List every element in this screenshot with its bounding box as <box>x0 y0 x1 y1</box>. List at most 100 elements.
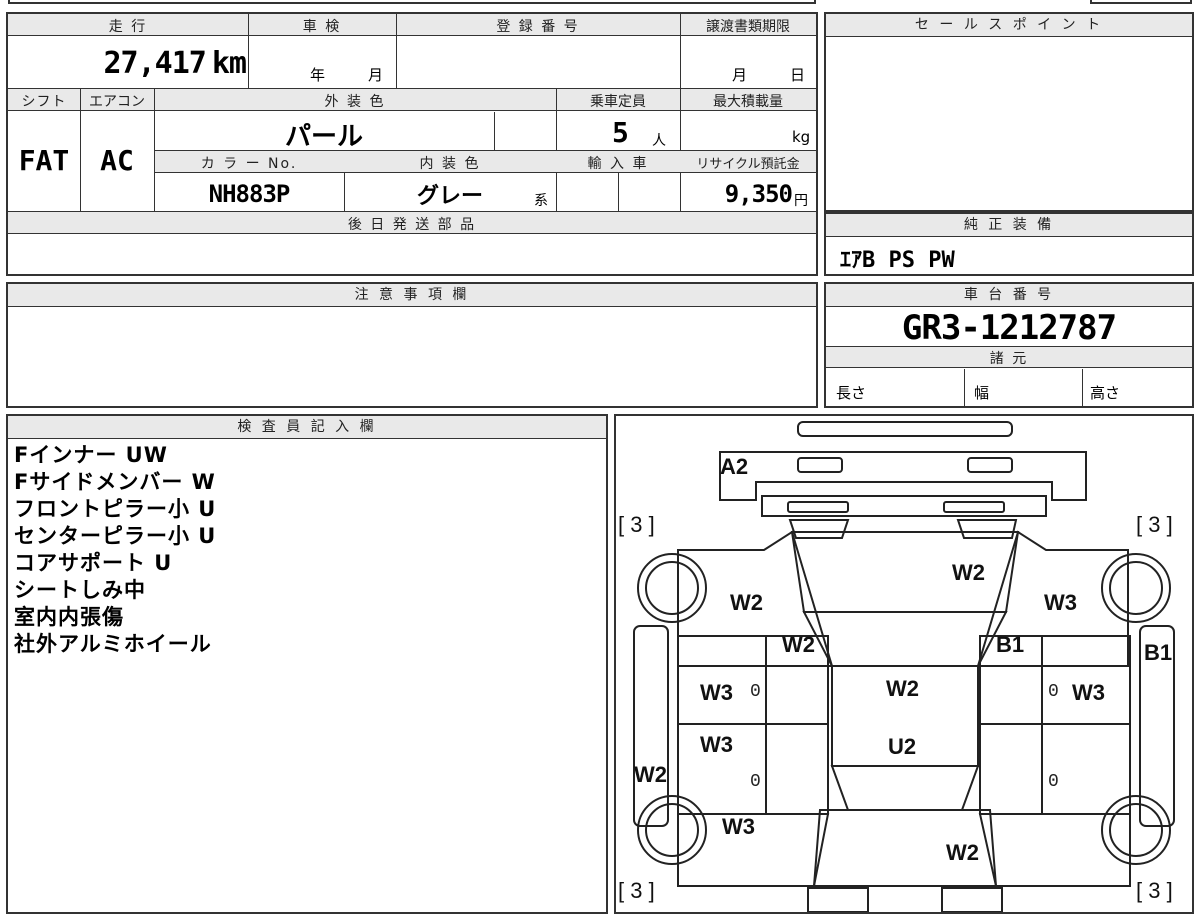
max-load-label: 最大積載量 <box>713 94 783 110</box>
mark-rear-left-3: [ 3 ] <box>618 878 655 903</box>
mark-front-right-3: [ 3 ] <box>1136 512 1173 537</box>
inspector-lines: Fインナー UW Fサイドメンバー W フロントピラー小 U センターピラー小 … <box>14 442 594 658</box>
divider <box>680 14 681 88</box>
headlight-left <box>797 457 843 473</box>
car-diagram-box: A2 [ 3 ] [ 3 ] W2 W2 W3 W2 B1 B1 W3 W2 W… <box>614 414 1194 914</box>
mileage-number: 27,417 <box>103 46 207 81</box>
wheel-rear-left-inner <box>645 803 699 857</box>
wheel-front-left-inner <box>645 561 699 615</box>
later-parts-label: 後 日 発 送 部 品 <box>347 217 477 233</box>
top-edge-remnant-right <box>1090 0 1192 4</box>
mark-hood: W2 <box>952 560 985 585</box>
chassis-box: 車 台 番 号 GR3-1212787 諸 元 長さ 幅 高さ <box>824 282 1194 408</box>
exterior-color-label: 外 装 色 <box>324 94 386 110</box>
inspector-line: コアサポート U <box>14 551 173 575</box>
inspector-label: 検 査 員 記 入 欄 <box>8 416 606 439</box>
standard-equipment-value: ｴｱB PS PW <box>840 248 955 273</box>
mark-right-fender: W3 <box>1044 590 1077 615</box>
right-rear-quarter <box>978 813 1131 887</box>
divider <box>396 14 397 88</box>
headlight-right <box>967 457 1013 473</box>
notes-label: 注 意 事 項 欄 <box>8 284 816 307</box>
sales-point-box: セ ー ル ス ポ イ ン ト <box>824 12 1194 212</box>
mileage-label: 走 行 <box>108 19 148 35</box>
mark-front-left-3: [ 3 ] <box>618 512 655 537</box>
divider <box>154 150 816 151</box>
standard-equipment-box: 純 正 装 備 ｴｱB PS PW <box>824 212 1194 276</box>
later-parts-header <box>8 212 816 234</box>
aircon-label: エアコン <box>89 94 145 110</box>
spec-width: 幅 <box>974 384 990 402</box>
specs-header-band <box>826 346 1192 368</box>
inspector-line: 社外アルミホイール <box>14 632 212 656</box>
color-no-label: カ ラ ー No. <box>200 156 298 172</box>
interior-color-label: 内 装 色 <box>419 156 481 172</box>
shaken-year: 年 <box>310 66 326 84</box>
mark-zero-1: 0 <box>750 682 761 702</box>
inspector-line: 室内内張傷 <box>14 605 124 629</box>
mark-a2: A2 <box>720 454 748 479</box>
chassis-label: 車 台 番 号 <box>826 284 1192 307</box>
wheel-rear-left <box>637 795 707 865</box>
mark-left-side: W2 <box>634 762 667 787</box>
mark-left-front-door: W3 <box>700 680 733 705</box>
chassis-number: GR3-1212787 <box>901 308 1117 348</box>
shift-label: シフト <box>21 94 67 110</box>
shaken-month: 月 <box>368 66 384 84</box>
divider <box>964 369 965 406</box>
wheel-front-right <box>1101 553 1171 623</box>
interior-suffix: 系 <box>534 193 548 209</box>
recycle-fee-value: 9,350 <box>724 180 793 208</box>
deadline-day: 日 <box>790 66 806 84</box>
wheel-front-right-inner <box>1109 561 1163 615</box>
grille-left <box>787 501 849 513</box>
mark-zero-4: 0 <box>1048 772 1059 792</box>
mileage-unit: km <box>211 46 247 81</box>
car-diagram: A2 [ 3 ] [ 3 ] W2 W2 W3 W2 B1 B1 W3 W2 W… <box>618 421 1175 912</box>
recycle-fee-unit: 円 <box>794 193 808 209</box>
rear-bumper-left <box>807 887 869 912</box>
divider <box>248 14 249 88</box>
capacity-label: 乗車定員 <box>590 94 646 110</box>
inspector-line: シートしみ中 <box>14 578 146 602</box>
shift-value: FAT <box>18 144 70 177</box>
headlamp-left <box>788 519 850 539</box>
import-label: 輸 入 車 <box>587 156 649 172</box>
notes-box: 注 意 事 項 欄 <box>6 282 818 408</box>
mark-left-rear-door: W3 <box>700 732 733 757</box>
transfer-deadline-label: 譲渡書類期限 <box>706 19 790 35</box>
inspector-line: Fインナー UW <box>14 443 168 467</box>
sales-point-label: セ ー ル ス ポ イ ン ト <box>826 14 1192 37</box>
grille-right <box>943 501 1005 513</box>
row1-header-band <box>8 14 816 36</box>
row3-header-band <box>155 151 816 173</box>
capacity-value: 5 <box>612 116 629 149</box>
left-rear-quarter <box>677 813 830 887</box>
mark-rear-roof: U2 <box>888 734 916 759</box>
inspector-line: Fサイドメンバー W <box>14 470 216 494</box>
divider <box>8 88 816 89</box>
registration-label: 登 録 番 号 <box>496 19 580 35</box>
wheel-rear-right-inner <box>1109 803 1163 857</box>
deadline-month: 月 <box>732 66 748 84</box>
divider <box>494 112 495 150</box>
front-bumper-body <box>719 451 1087 501</box>
color-no-value: NH883P <box>208 180 291 208</box>
mark-trunk: W2 <box>946 840 979 865</box>
wheel-rear-right <box>1101 795 1171 865</box>
grille <box>761 495 1047 517</box>
mark-right-front-door: W3 <box>1072 680 1105 705</box>
left-side-sill <box>633 625 669 827</box>
wheel-front-left <box>637 553 707 623</box>
mark-rear-right-3: [ 3 ] <box>1136 878 1173 903</box>
spec-height: 高さ <box>1090 384 1121 402</box>
mark-left-quarter: W3 <box>722 814 755 839</box>
inspector-box: 検 査 員 記 入 欄 Fインナー UW Fサイドメンバー W フロントピラー小… <box>6 414 608 914</box>
windshield <box>802 611 1008 667</box>
mark-left-fender: W2 <box>730 590 763 615</box>
right-fender <box>976 530 1129 667</box>
mark-left-pillar: W2 <box>782 632 815 657</box>
top-edge-remnant <box>8 0 816 4</box>
interior-color-value: グレー <box>416 184 483 209</box>
divider <box>1082 369 1083 406</box>
